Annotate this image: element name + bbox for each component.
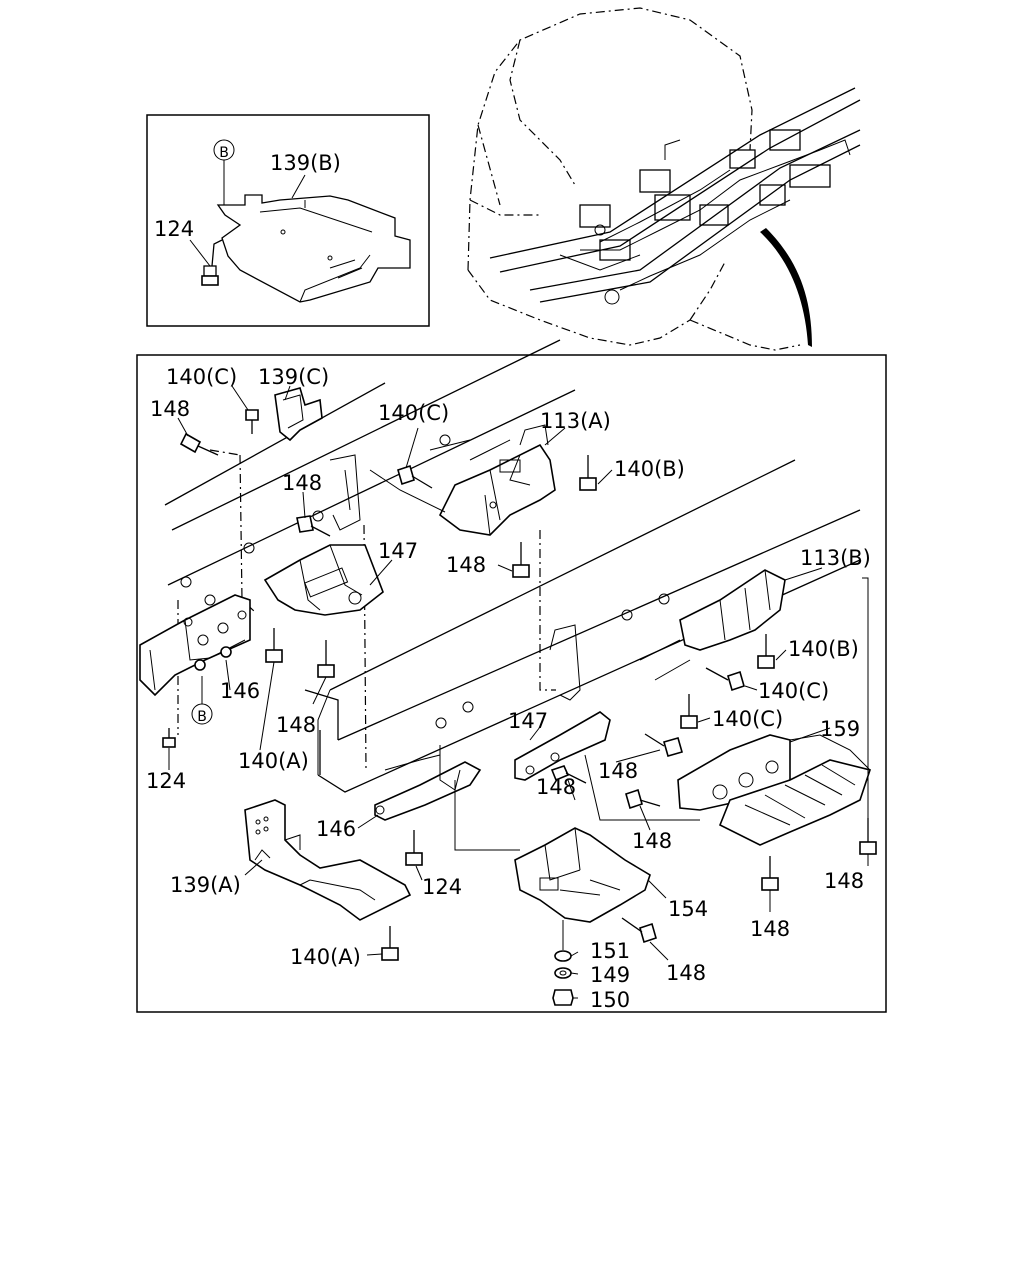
bolt-140c-b [397, 464, 433, 489]
label-140c: 140(C) [378, 401, 449, 425]
label-148: 148 [750, 917, 790, 941]
label-148: 148 [598, 759, 638, 783]
bolt-148-c [512, 542, 530, 578]
bolt-140c-a [245, 409, 259, 434]
label-146: 146 [316, 817, 356, 841]
label-140c: 140(C) [758, 679, 829, 703]
inset-marker-b: B [219, 145, 229, 161]
label-148: 148 [276, 713, 316, 737]
label-113a: 113(A) [540, 409, 611, 433]
bolt-140c-c [705, 667, 745, 692]
label-148: 148 [632, 829, 672, 853]
label-148: 148 [824, 869, 864, 893]
label-140a: 140(A) [238, 749, 309, 773]
label-150: 150 [590, 988, 630, 1012]
label-148: 148 [282, 471, 322, 495]
marker-b: B [197, 709, 207, 725]
truck-cab-sketch [467, 7, 861, 351]
label-124: 124 [422, 875, 462, 899]
inset-box: B 139(B) 124 [146, 114, 430, 327]
bolt-148-a [179, 432, 219, 456]
label-154: 154 [668, 897, 708, 921]
bolt-148-b [296, 515, 331, 537]
label-148: 148 [150, 397, 190, 421]
label-140c: 140(C) [712, 707, 783, 731]
label-140c: 140(C) [166, 365, 237, 389]
bolt-148-h [859, 818, 877, 855]
detail-frame: B [136, 339, 887, 1013]
label-148: 148 [536, 775, 576, 799]
label-151: 151 [590, 939, 630, 963]
label-124: 124 [146, 769, 186, 793]
label-148: 148 [446, 553, 486, 577]
bolt-140a-b [381, 926, 399, 961]
bolt-124-a [162, 728, 176, 748]
bolt-148-d [317, 640, 335, 678]
bolt-148-g [625, 788, 661, 810]
label-139a: 139(A) [170, 873, 241, 897]
inset-label-139b: 139(B) [270, 151, 341, 175]
label-159: 159 [820, 717, 860, 741]
bolt-148-j [621, 917, 657, 944]
label-140b: 140(B) [614, 457, 685, 481]
label-140a: 140(A) [290, 945, 361, 969]
label-140b: 140(B) [788, 637, 859, 661]
bolt-148-i [761, 856, 779, 891]
label-147: 147 [508, 709, 548, 733]
label-139c: 139(C) [258, 365, 329, 389]
bolt-124-b [405, 830, 423, 866]
bolt-148-f [550, 765, 587, 784]
label-149: 149 [590, 963, 630, 987]
label-113b: 113(B) [800, 546, 871, 570]
label-147: 147 [378, 539, 418, 563]
bolt-140c-d [680, 694, 698, 729]
bolt-140b-b [757, 634, 775, 669]
bolt-148-e [644, 733, 683, 757]
label-146: 146 [220, 679, 260, 703]
bolt-140a-a [265, 628, 283, 663]
bolt-140b-a [579, 455, 597, 491]
inset-label-124: 124 [154, 217, 194, 241]
label-148: 148 [666, 961, 706, 985]
